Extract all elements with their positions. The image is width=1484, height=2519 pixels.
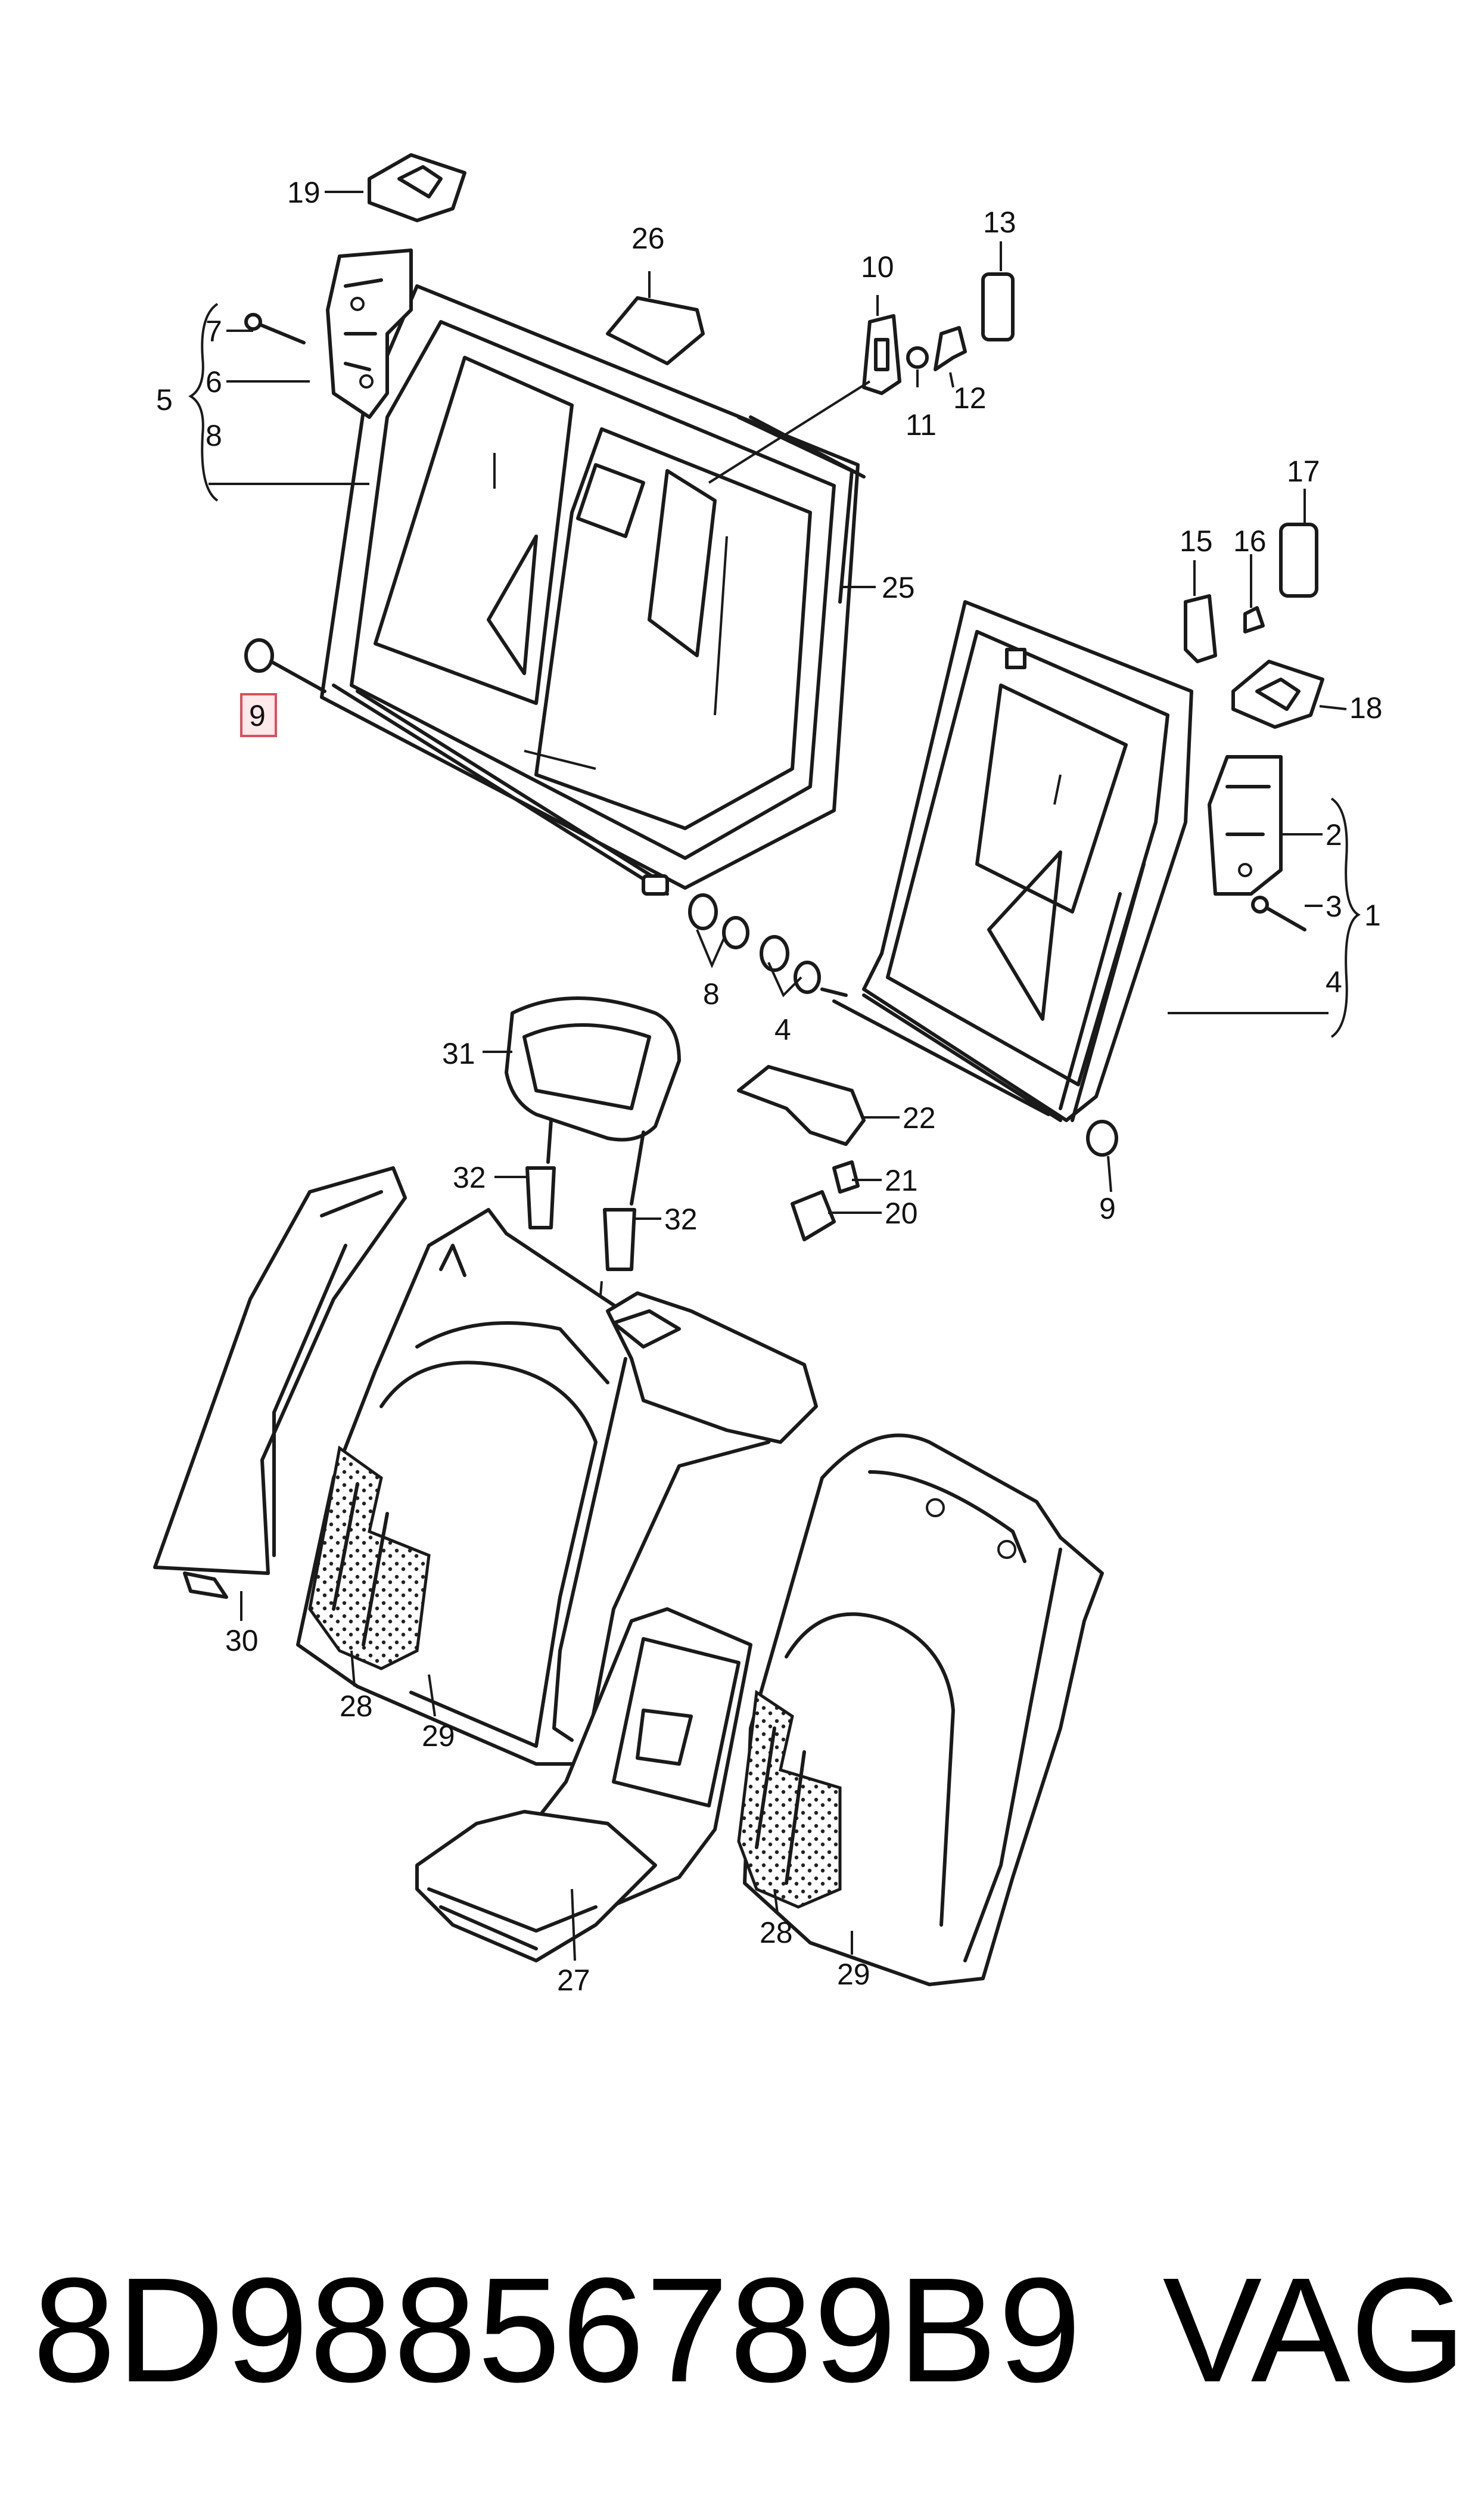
cover-22-shape (737, 1065, 866, 1146)
right-backrest-cover-29 (737, 1433, 1104, 1986)
guide-32 (505, 1166, 636, 1318)
callout-2: 2 (1326, 818, 1342, 852)
callout-28-right: 28 (760, 1916, 793, 1949)
callout-17: 17 (1287, 455, 1320, 488)
callout-32-right: 32 (664, 1203, 698, 1236)
callout-3: 3 (1326, 890, 1342, 923)
callout-26: 26 (631, 222, 665, 255)
callout-11: 11 (906, 408, 937, 442)
callout-4-right: 4 (1326, 965, 1342, 999)
callout-31: 31 (442, 1037, 475, 1070)
knob-9-right (1086, 1120, 1118, 1157)
highlight-box-9 (240, 693, 277, 737)
callout-28-left: 28 (340, 1689, 373, 1723)
bolt-16-shape (1243, 606, 1265, 633)
side-bolster-30 (153, 1166, 407, 1599)
callout-15: 15 (1180, 524, 1213, 558)
callout-27: 27 (557, 1964, 590, 1997)
callout-22: 22 (903, 1101, 936, 1135)
cover-26-shape (606, 296, 705, 365)
callouts: 19 26 10 13 11 12 7 6 5 8 25 17 15 16 18… (156, 176, 1383, 1997)
callout-1: 1 (1364, 899, 1381, 932)
callout-32-left: 32 (453, 1161, 486, 1194)
bushing-8 (688, 893, 749, 949)
callout-9-left: 9 (249, 699, 266, 732)
left-backrest-frame (320, 284, 866, 896)
callout-29-right: 29 (837, 1958, 870, 1991)
callout-10: 10 (861, 250, 894, 284)
bolt-3-shape (1261, 904, 1306, 931)
cap-17-shape (1279, 523, 1318, 598)
right-backrest-frame (832, 600, 1193, 1122)
headrest-31 (505, 996, 681, 1206)
bolt-12-shape (934, 326, 967, 371)
left-hinge-bracket (326, 249, 413, 419)
callout-19: 19 (287, 176, 321, 209)
leader-lines (188, 191, 1361, 1961)
callout-21: 21 (885, 1164, 918, 1197)
callout-8-bottom: 8 (703, 977, 720, 1011)
guide-18-shape (1231, 660, 1324, 729)
center-top-cover (606, 1291, 818, 1444)
screw-21-shape (832, 1160, 860, 1194)
part-number: 8D98856789B9 (33, 2247, 1082, 2413)
right-hinge-bracket (1208, 755, 1283, 896)
callout-20: 20 (885, 1197, 918, 1230)
latch-10-shape (862, 314, 901, 395)
cap-13-shape (981, 272, 1015, 341)
washer-11-shape (906, 346, 929, 369)
callout-9-right: 9 (1099, 1192, 1116, 1225)
callout-7: 7 (206, 315, 222, 348)
callout-4-bottom: 4 (774, 1013, 791, 1046)
callout-13: 13 (983, 206, 1016, 239)
bolt-7-shape (251, 320, 306, 344)
brand-label: VAG (1162, 2247, 1466, 2413)
callout-8-top: 8 (206, 419, 222, 452)
callout-30: 30 (225, 1624, 259, 1657)
bushing-4 (760, 935, 848, 997)
latch-15-shape (1184, 594, 1217, 663)
armrest-27 (415, 1607, 752, 1962)
footer: 8D98856789B9 VAG (0, 2247, 1484, 2414)
callout-25: 25 (882, 571, 915, 604)
callout-5: 5 (156, 383, 173, 417)
callout-29-left: 29 (422, 1719, 455, 1753)
knob-9-left (244, 638, 326, 693)
clip-20-shape (791, 1190, 836, 1241)
callout-16: 16 (1233, 524, 1267, 558)
callout-12: 12 (953, 381, 987, 415)
callout-18: 18 (1349, 691, 1383, 725)
callout-6: 6 (206, 365, 222, 399)
